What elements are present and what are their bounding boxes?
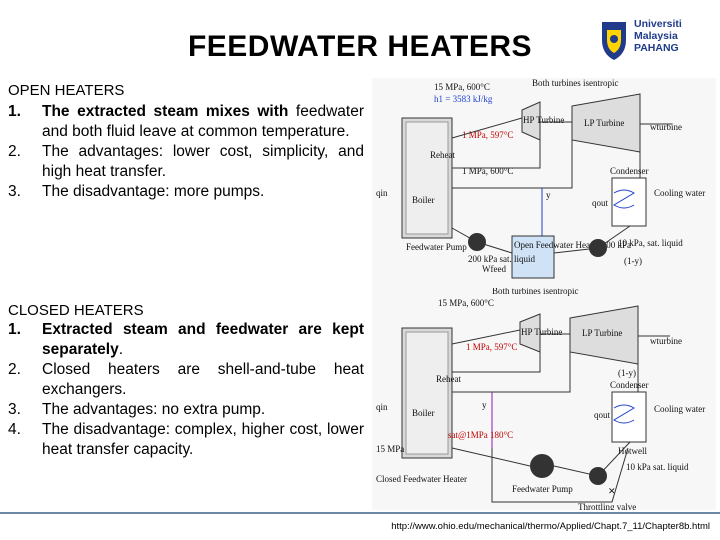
condensate-pipe [553, 441, 631, 477]
oney-label: (1-y) [618, 368, 636, 378]
closed-heaters-list: 1. Extracted steam and feedwater are kep… [8, 320, 364, 460]
state1-label: 15 MPa, 600°C [434, 82, 490, 92]
feedwater-pump-label: Feedwater Pump [406, 242, 467, 252]
throttle-valve-icon: ✕ [608, 486, 616, 496]
lp-turbine-label: LP Turbine [582, 328, 622, 338]
open-heaters-list: 1. The extracted steam mixes with feedwa… [8, 102, 364, 202]
qin-label: qin [376, 188, 388, 198]
qin-label: qin [376, 402, 388, 412]
university-logo [602, 22, 626, 60]
feed-pipe [451, 447, 531, 467]
hp-turbine-label: HP Turbine [523, 115, 564, 125]
sat-label: sat@1MPa 180°C [448, 430, 513, 440]
boiler-label: Boiler [412, 195, 435, 205]
closed-feedwater-heater [530, 454, 554, 478]
list-item: 3. The advantages: no extra pump. [8, 401, 266, 418]
condenser-coil [613, 404, 635, 424]
boiler-inner [405, 121, 449, 235]
feed-pipe [451, 227, 513, 254]
lp-turbine-label: LP Turbine [584, 118, 624, 128]
boiler-label: Boiler [412, 408, 435, 418]
wturbine-label: wturbine [650, 336, 682, 346]
boiler-inner [405, 331, 449, 455]
lp-inlet-pipe [452, 352, 571, 393]
university-name: Universiti Malaysia PAHANG [634, 18, 682, 54]
condenser [611, 177, 647, 227]
condensate-pipe [553, 225, 631, 254]
closed-heater-label: Closed Feedwater Heater [376, 474, 467, 484]
open-heater-label: Open Feedwater Heater 200 kPa [514, 240, 631, 250]
wturbine-label: wturbine [650, 122, 682, 132]
list-item: 1. Extracted steam and feedwater are kep… [8, 321, 364, 358]
drain-pipe [491, 447, 629, 503]
mpa1-label: 1 MPa, 597°C [466, 342, 517, 352]
condenser-coil [613, 189, 635, 209]
closed-heater-diagram: Both turbines isentropic 15 MPa, 600°C B… [372, 288, 716, 510]
list-item: 4. The disadvantage: complex, higher cos… [8, 421, 364, 458]
oney-label: (1-y) [624, 256, 642, 266]
kpa200-label: 200 kPa sat. liquid [468, 254, 535, 264]
reheat-pipe [452, 138, 541, 169]
reheat-label: Reheat [430, 150, 455, 160]
open-feedwater-heater [511, 235, 555, 279]
sat-liquid-label: 10 kPa sat. liquid [626, 462, 689, 472]
mpa15-label: 15 MPa [376, 444, 404, 454]
open-heaters-heading: OPEN HEATERS [8, 82, 125, 99]
condenser-label: Condenser [610, 380, 649, 390]
qout-label: qout [594, 410, 611, 420]
h1-label: h1 = 3583 kJ/kg [434, 94, 493, 104]
state1-label: 15 MPa, 600°C [438, 298, 494, 308]
reheat-label: Reheat [436, 374, 461, 384]
pump-label: Feedwater Pump [512, 484, 573, 494]
wpump-label: Wfeed [482, 264, 506, 274]
list-item: 1. The extracted steam mixes with feedwa… [8, 103, 364, 140]
sat-liquid-label: 10 kPa, sat. liquid [618, 238, 683, 248]
steam-pipe [451, 329, 521, 345]
y-label: y [546, 190, 551, 200]
steam-pipe [451, 117, 523, 139]
qout-label: qout [592, 198, 609, 208]
closed-heaters-heading: CLOSED HEATERS [8, 302, 144, 319]
diagram-caption: Both turbines isentropic [532, 78, 619, 88]
cooling-water-label: Cooling water [654, 404, 705, 414]
condenser [611, 391, 647, 443]
list-item: 2. Closed heaters are shell-and-tube hea… [8, 361, 364, 398]
footer-divider [0, 512, 720, 514]
reheat2-label: 1 MPa, 600°C [462, 166, 513, 176]
lp-inlet-pipe [452, 140, 573, 189]
throttle-label: Throttling valve [578, 502, 636, 510]
cooling-water-label: Cooling water [654, 188, 705, 198]
hp-turbine-label: HP Turbine [521, 327, 562, 337]
mpa1-label: 1 MPa, 597°C [462, 130, 513, 140]
slide-title: FEEDWATER HEATERS [187, 30, 533, 63]
reheat-pipe [452, 350, 541, 373]
condenser-label: Condenser [610, 166, 649, 176]
list-item: 2. The advantages: lower cost, simplicit… [8, 143, 364, 180]
list-item: 3. The disadvantage: more pumps. [8, 183, 265, 200]
open-heater-diagram: Both turbines isentropic 15 MPa, 600°C h… [372, 78, 716, 290]
diagram-caption: Both turbines isentropic [492, 288, 579, 296]
y-label: y [482, 400, 487, 410]
hotwell-label: Hotwell [618, 446, 647, 456]
source-url[interactable]: http://www.ohio.edu/mechanical/thermo/Ap… [391, 521, 710, 532]
